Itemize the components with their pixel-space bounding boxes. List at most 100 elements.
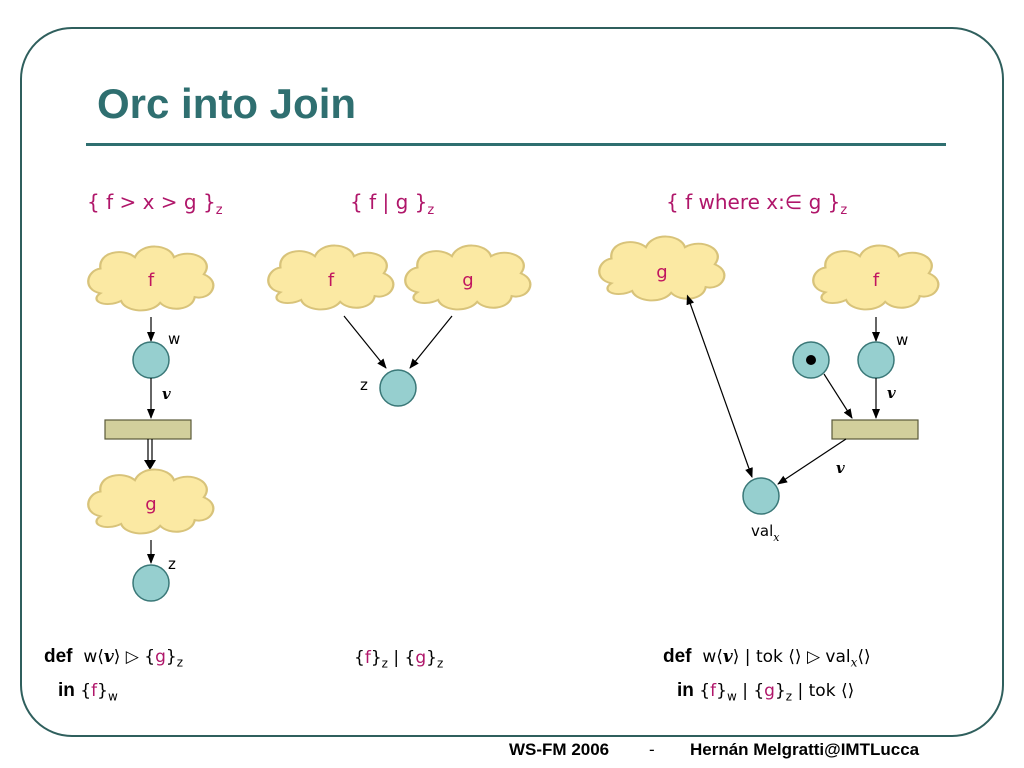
val-label-text: val bbox=[751, 522, 773, 540]
code-right-bar3: | bbox=[797, 681, 804, 701]
place-z-seq bbox=[132, 564, 170, 602]
code-left-rb: } bbox=[165, 647, 177, 667]
place-val-label: valx bbox=[751, 522, 780, 544]
code-right-rb2: } bbox=[774, 681, 786, 701]
code-right-x: x bbox=[850, 655, 858, 670]
place-w-where bbox=[857, 341, 895, 379]
expr-sequential-sub: z bbox=[215, 203, 223, 218]
transition-seq bbox=[104, 419, 192, 440]
code-right-tok2: tok bbox=[808, 681, 836, 701]
place-w-where-label: w bbox=[896, 331, 908, 349]
code-right-z: z bbox=[785, 689, 793, 704]
code-left-in-rb: } bbox=[97, 681, 108, 701]
arrow-g-to-z-par bbox=[409, 315, 453, 369]
code-left-def: def w⟨v⟩ ▷ {g}z bbox=[44, 646, 183, 669]
cloud-g-where-label: g bbox=[656, 262, 667, 283]
cloud-f-par-label: f bbox=[328, 270, 335, 291]
code-right-lb1: { bbox=[699, 681, 711, 701]
expr-where-sub: z bbox=[840, 203, 848, 218]
code-mid-lb1: { bbox=[354, 648, 365, 668]
slide-title: Orc into Join bbox=[97, 80, 357, 127]
code-right-in: in {f}w | {g}z | tok ⟨⟩ bbox=[677, 680, 854, 703]
place-w-seq-label: w bbox=[168, 330, 180, 348]
place-z-seq-label: z bbox=[168, 555, 176, 573]
expr-sequential-text: { f > x > g } bbox=[87, 190, 216, 214]
code-right-empty: ⟨⟩ bbox=[788, 647, 802, 667]
kw-def-left: def bbox=[44, 646, 73, 667]
code-mid-z1: z bbox=[381, 656, 388, 671]
code-left-tri: ▷ bbox=[125, 647, 139, 667]
cloud-g-par: g bbox=[404, 244, 532, 311]
arrow-v-where-label-1: v bbox=[887, 384, 896, 402]
code-left-v: v bbox=[103, 647, 114, 667]
code-right-tri: ▷ bbox=[806, 647, 821, 667]
expr-parallel-text: { f | g } bbox=[350, 190, 428, 214]
code-left-rang: ⟩ bbox=[113, 647, 121, 667]
code-right-def: def w⟨v⟩ | tok ⟨⟩ ▷ valx⟨⟩ bbox=[663, 646, 871, 669]
footer-author: Hernán Melgratti@IMTLucca bbox=[690, 740, 920, 759]
code-mid-z2: z bbox=[436, 656, 444, 671]
token-dot bbox=[806, 355, 816, 365]
code-left-z: z bbox=[176, 655, 184, 670]
cloud-f-seq: f bbox=[87, 245, 215, 312]
arrow-f-to-z-par bbox=[343, 315, 387, 369]
expr-where-text: { f where x:∈ g } bbox=[666, 190, 841, 214]
code-mid-g: g bbox=[415, 648, 427, 668]
title-underline bbox=[86, 143, 946, 146]
arrow-transition-to-val bbox=[777, 438, 847, 485]
code-right-f: f bbox=[710, 681, 717, 701]
code-mid-rb2: } bbox=[426, 648, 437, 668]
cloud-g-where: g bbox=[598, 235, 726, 302]
cloud-g-seq-label: g bbox=[145, 494, 156, 515]
code-left-g: g bbox=[155, 647, 166, 667]
place-z-par bbox=[379, 369, 417, 407]
code-right-w: w bbox=[702, 647, 717, 667]
transition-where bbox=[831, 419, 919, 440]
kw-in-right: in bbox=[677, 680, 694, 701]
code-right-v: v bbox=[722, 647, 733, 667]
code-left-lb: { bbox=[144, 647, 156, 667]
code-left-lang: ⟨ bbox=[97, 647, 104, 667]
code-right-bar2: | bbox=[742, 681, 748, 701]
code-right-lb2: { bbox=[753, 681, 765, 701]
slide-frame bbox=[20, 27, 1004, 737]
code-mid-bar: | bbox=[393, 648, 400, 668]
code-right-g: g bbox=[764, 681, 775, 701]
kw-in-left: in bbox=[58, 680, 75, 701]
code-left-w: w bbox=[83, 647, 98, 667]
expr-parallel: { f | g }z bbox=[350, 190, 434, 218]
code-right-empty3: ⟨⟩ bbox=[840, 681, 855, 701]
code-left-wsub: w bbox=[107, 689, 118, 704]
kw-def-right: def bbox=[663, 646, 692, 667]
code-left-f: f bbox=[91, 681, 98, 701]
place-z-par-label: z bbox=[360, 376, 368, 394]
code-left-in: in {f}w bbox=[58, 680, 118, 703]
code-right-wsub: w bbox=[726, 689, 737, 704]
arrow-g-val-bidirectional bbox=[686, 294, 753, 478]
arrow-v-where-label-2: v bbox=[836, 459, 845, 477]
cloud-f-seq-label: f bbox=[148, 270, 155, 291]
cloud-g-par-label: g bbox=[462, 270, 473, 291]
expr-parallel-sub: z bbox=[427, 203, 435, 218]
place-val bbox=[742, 477, 780, 515]
code-right-tok: tok bbox=[755, 647, 783, 667]
code-mid-f: f bbox=[364, 648, 371, 668]
cloud-f-where-label: f bbox=[873, 270, 880, 291]
code-right-rb1: } bbox=[716, 681, 727, 701]
code-mid-lb2: { bbox=[404, 648, 416, 668]
cloud-f-where: f bbox=[812, 244, 940, 311]
expr-where: { f where x:∈ g }z bbox=[666, 190, 847, 218]
arrow-tok-to-transition bbox=[823, 373, 853, 419]
footer-separator: - bbox=[649, 740, 655, 759]
code-right-val: val bbox=[825, 647, 851, 667]
double-arrow-head bbox=[144, 460, 156, 470]
val-label-sub: x bbox=[773, 531, 780, 544]
arrow-v-seq-label: v bbox=[162, 385, 171, 403]
code-mid-rb1: } bbox=[370, 648, 382, 668]
code-right-lang: ⟨ bbox=[716, 647, 723, 667]
cloud-g-seq: g bbox=[87, 468, 215, 535]
cloud-f-par: f bbox=[267, 244, 395, 311]
footer-conference: WS-FM 2006 bbox=[509, 740, 610, 759]
code-right-rang: ⟩ bbox=[732, 647, 740, 667]
